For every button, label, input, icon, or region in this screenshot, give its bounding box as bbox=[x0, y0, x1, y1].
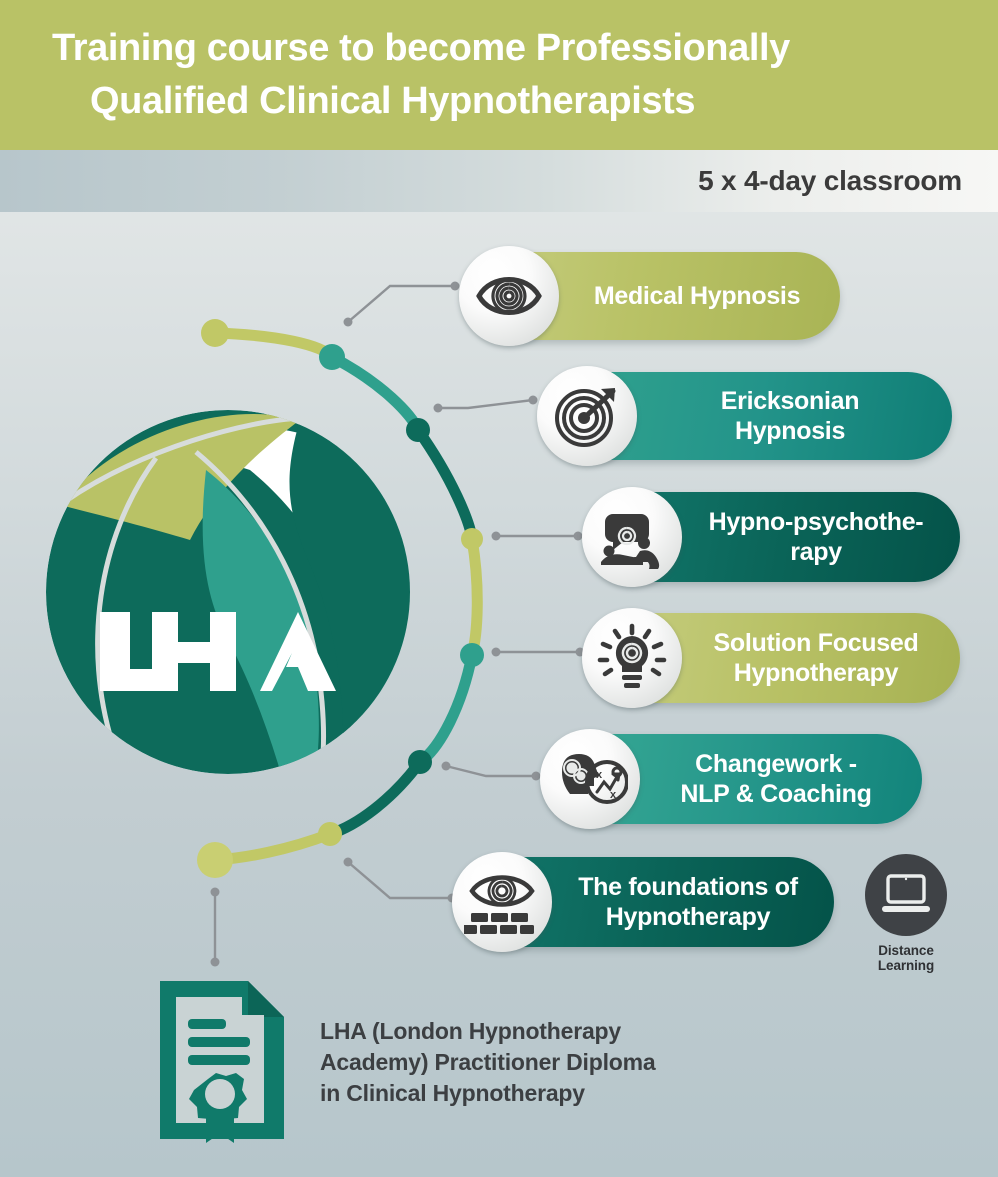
arc-node-end bbox=[197, 842, 233, 878]
leader-line-6 bbox=[347, 861, 452, 900]
header-band: Training course to become Professionally… bbox=[0, 0, 998, 150]
module-label-6: The foundations of Hypnotherapy bbox=[578, 873, 798, 931]
module-pill-hypno-psychotherapy[interactable]: Hypno-psychothe- rapy bbox=[582, 487, 960, 587]
target-arrow-icon bbox=[537, 366, 637, 466]
module-label-2: Ericksonian Hypnosis bbox=[720, 387, 860, 445]
arc-node-4 bbox=[460, 643, 484, 667]
arc-node-5 bbox=[408, 750, 432, 774]
certificate-ribbon-icon bbox=[152, 975, 292, 1150]
diploma-section: LHA (London Hypnotherapy Academy) Practi… bbox=[152, 975, 656, 1150]
diploma-text: LHA (London Hypnotherapy Academy) Practi… bbox=[320, 1018, 656, 1106]
arc-segment-2 bbox=[326, 351, 424, 436]
page-title-line-2: Qualified Clinical Hypnotherapists bbox=[90, 80, 696, 122]
logo-wordmark bbox=[100, 612, 336, 691]
classroom-format-label: 5 x 4-day classroom bbox=[698, 165, 962, 196]
module-pill-foundations[interactable]: The foundations of Hypnotherapy bbox=[452, 852, 834, 952]
arc-segment-6 bbox=[324, 756, 426, 840]
module-pill-solution-focused[interactable]: Solution Focused Hypnotherapy bbox=[582, 608, 960, 708]
eye-spiral-icon bbox=[459, 246, 559, 346]
page-title-line-1: Training course to become Professionally bbox=[52, 27, 790, 69]
leader-line-2 bbox=[438, 398, 534, 410]
module-label-3: Hypno-psychothe- rapy bbox=[708, 508, 924, 566]
subtitle-band: 5 x 4-day classroom bbox=[0, 150, 998, 212]
arc-node-2 bbox=[406, 418, 430, 442]
leader-line-5 bbox=[445, 764, 536, 778]
module-label-4: Solution Focused Hypnotherapy bbox=[713, 629, 919, 687]
lha-logo bbox=[46, 410, 410, 774]
arc-segment-3 bbox=[412, 424, 478, 545]
arc-node-start bbox=[201, 319, 229, 347]
arc-segment-1 bbox=[209, 327, 338, 363]
svg-text:x: x bbox=[596, 769, 603, 781]
distance-learning-label: Distance Learning bbox=[877, 943, 935, 973]
connector-arc bbox=[209, 327, 483, 866]
module-label-5: Changework - NLP & Coaching bbox=[680, 750, 872, 808]
arc-node-6 bbox=[318, 822, 342, 846]
module-pill-medical-hypnosis[interactable]: Medical Hypnosis bbox=[459, 246, 840, 346]
arc-segment-7 bbox=[209, 828, 336, 866]
module-pill-ericksonian-hypnosis[interactable]: Ericksonian Hypnosis bbox=[537, 366, 952, 466]
svg-text:x: x bbox=[610, 789, 617, 801]
eye-bricks-icon bbox=[452, 852, 552, 952]
arc-segment-4 bbox=[466, 533, 483, 661]
module-label-1: Medical Hypnosis bbox=[593, 282, 801, 310]
arc-node-1 bbox=[319, 344, 345, 370]
arc-node-3 bbox=[461, 528, 483, 550]
laptop-icon bbox=[865, 854, 947, 936]
arc-segment-5 bbox=[414, 649, 478, 768]
therapy-couch-icon bbox=[582, 487, 682, 587]
distance-learning-badge: Distance Learning bbox=[865, 854, 947, 973]
leader-line-1 bbox=[347, 284, 455, 323]
lightbulb-spiral-icon bbox=[582, 608, 682, 708]
connector-nodes bbox=[197, 319, 484, 878]
